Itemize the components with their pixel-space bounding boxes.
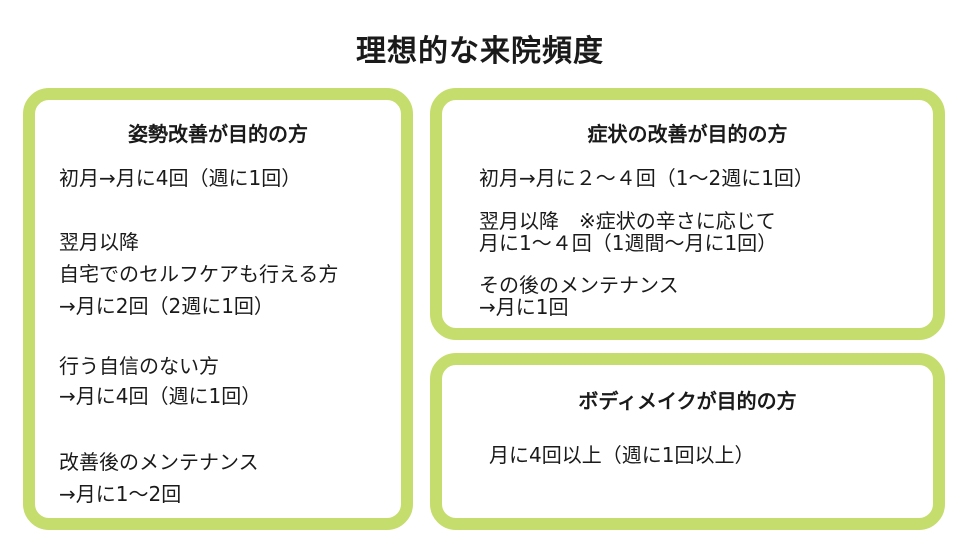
card-heading: 症状の改善が目的の方 (587, 122, 788, 146)
posture-improvement-card: 姿勢改善が目的の方 初月→月に4回（週に1回） 翌月以降 自宅でのセルフケアも行… (23, 88, 413, 530)
card-heading: 姿勢改善が目的の方 (128, 122, 308, 146)
card-line: 翌月以降 (59, 230, 139, 254)
card-line: →月に1〜2回 (59, 482, 182, 506)
card-line: 初月→月に２〜４回（1〜2週に1回） (479, 166, 814, 190)
card-line: 自宅でのセルフケアも行える方 (59, 262, 339, 286)
page-title: 理想的な来院頻度 (356, 34, 604, 69)
symptom-improvement-card: 症状の改善が目的の方 初月→月に２〜４回（1〜2週に1回） 翌月以降 ※症状の辛… (430, 88, 945, 340)
card-line: 改善後のメンテナンス (59, 450, 259, 474)
body-make-card: ボディメイクが目的の方 月に4回以上（週に1回以上） (430, 353, 945, 530)
card-heading: ボディメイクが目的の方 (578, 389, 797, 413)
card-line: 行う自信のない方 (59, 354, 219, 378)
card-line: 翌月以降 ※症状の辛さに応じて (479, 209, 776, 233)
card-line: →月に2回（2週に1回） (59, 294, 274, 318)
card-line: その後のメンテナンス (479, 273, 679, 297)
card-line: →月に1回 (479, 295, 569, 319)
card-line: →月に4回（週に1回） (59, 384, 262, 408)
card-line: 月に1〜４回（1週間〜月に1回） (479, 231, 778, 255)
card-line: 初月→月に4回（週に1回） (59, 166, 302, 190)
card-line: 月に4回以上（週に1回以上） (489, 443, 755, 467)
